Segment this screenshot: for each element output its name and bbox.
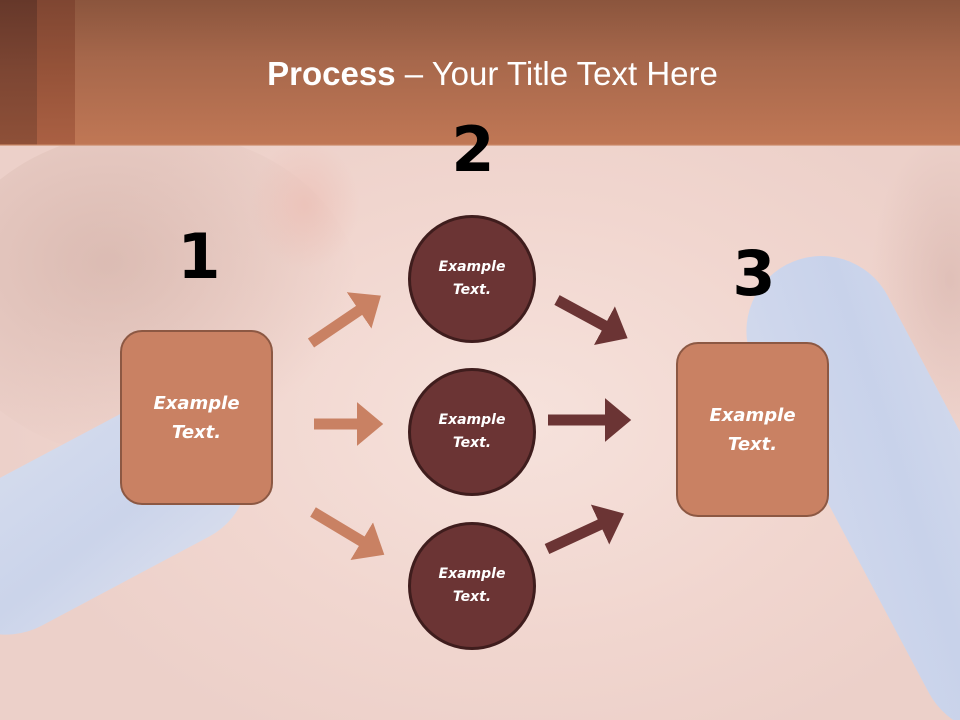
step-1-label: Example Text. [153,392,240,443]
step-2-node-middle[interactable]: Example Text. [408,368,536,496]
node-bottom-label: Example Text. [438,566,506,605]
slide-title: Process – Your Title Text Here [0,52,960,96]
step-2-node-bottom[interactable]: Example Text. [408,522,536,650]
header-accent-band-dark [0,0,37,145]
step-1-box[interactable]: Example Text. [120,330,273,505]
slide-title-rest: – Your Title Text Here [395,55,718,92]
step-3-label: Example Text. [709,404,796,455]
node-top-label: Example Text. [438,259,506,298]
node-middle-label: Example Text. [438,412,506,451]
header-divider [0,144,960,146]
step-3-box[interactable]: Example Text. [676,342,829,517]
header-accent-band-mid [37,0,75,145]
step-number-1: 1 [177,220,221,293]
step-number-3: 3 [732,237,776,310]
slide-title-bold: Process [267,55,396,92]
step-number-2: 2 [451,113,495,186]
step-2-node-top[interactable]: Example Text. [408,215,536,343]
title-header: Process – Your Title Text Here [0,0,960,145]
